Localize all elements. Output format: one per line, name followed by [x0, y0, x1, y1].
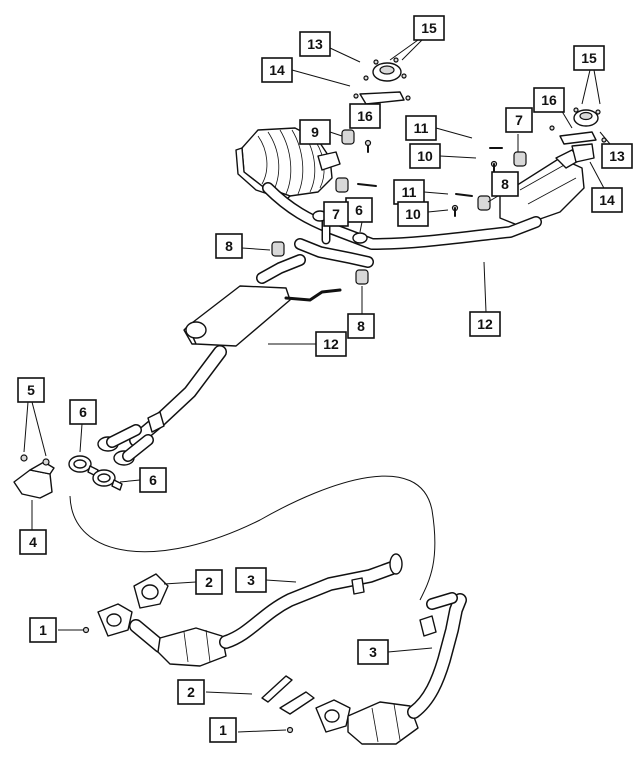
callout-2-lower: 2 — [177, 679, 205, 705]
svg-text:8: 8 — [501, 176, 509, 192]
lower-gasket — [261, 675, 315, 715]
svg-text:15: 15 — [421, 20, 437, 36]
upper-gasket — [133, 573, 169, 609]
intermediate-pipe — [262, 182, 542, 268]
callout-8-right: 8 — [491, 171, 519, 197]
svg-text:14: 14 — [599, 192, 615, 208]
svg-text:3: 3 — [247, 572, 255, 588]
svg-text:7: 7 — [332, 206, 340, 222]
right-catalytic-converter — [315, 592, 467, 745]
callout-7-left: 7 — [323, 201, 349, 227]
callout-6-upper: 6 — [345, 197, 373, 223]
svg-text:8: 8 — [357, 318, 365, 334]
right-hanger-bracket — [549, 107, 607, 163]
callout-12-right: 12 — [469, 311, 501, 337]
svg-text:15: 15 — [581, 50, 597, 66]
callout-16-right: 16 — [533, 87, 565, 113]
svg-text:6: 6 — [149, 472, 157, 488]
callout-13-right: 13 — [601, 143, 633, 169]
callout-14-top: 14 — [261, 57, 293, 83]
callout-9: 9 — [299, 119, 331, 145]
support-bracket — [13, 454, 55, 499]
svg-text:1: 1 — [219, 722, 227, 738]
callout-3-lower: 3 — [357, 639, 389, 665]
callout-15-top: 15 — [413, 15, 445, 41]
left-muffler — [235, 127, 341, 201]
hangers-and-bolts — [357, 139, 503, 217]
svg-text:12: 12 — [477, 316, 493, 332]
section-divider-arc — [69, 475, 436, 601]
svg-text:10: 10 — [405, 206, 421, 222]
center-muffler — [97, 254, 342, 466]
callout-1-upper: 1 — [29, 617, 57, 643]
svg-text:8: 8 — [225, 238, 233, 254]
callout-8-center: 8 — [347, 313, 375, 339]
isolators — [271, 129, 527, 285]
callout-10-lower: 10 — [397, 201, 429, 227]
callout-8-left: 8 — [215, 233, 243, 259]
callout-6-left: 6 — [69, 399, 97, 425]
svg-text:10: 10 — [417, 148, 433, 164]
left-catalytic-converter — [97, 553, 403, 667]
svg-text:2: 2 — [205, 574, 213, 590]
callout-13-top: 13 — [299, 31, 331, 57]
svg-text:5: 5 — [27, 382, 35, 398]
svg-text:6: 6 — [355, 202, 363, 218]
callout-14-right: 14 — [591, 187, 623, 213]
callout-6-right: 6 — [139, 467, 167, 493]
callout-2-upper: 2 — [195, 569, 223, 595]
svg-text:3: 3 — [369, 644, 377, 660]
svg-text:13: 13 — [609, 148, 625, 164]
callout-3-upper: 3 — [235, 567, 267, 593]
callout-10-upper: 10 — [409, 143, 441, 169]
callout-16-top: 16 — [349, 103, 381, 129]
callout-12-center: 12 — [315, 331, 347, 357]
nut-lower — [286, 726, 294, 734]
svg-text:16: 16 — [541, 92, 557, 108]
svg-text:16: 16 — [357, 108, 373, 124]
svg-text:12: 12 — [323, 336, 339, 352]
svg-text:1: 1 — [39, 622, 47, 638]
svg-text:9: 9 — [311, 124, 319, 140]
band-clamps — [68, 455, 123, 491]
svg-text:4: 4 — [29, 534, 37, 550]
svg-text:6: 6 — [79, 404, 87, 420]
svg-text:11: 11 — [402, 184, 417, 200]
svg-text:13: 13 — [307, 36, 323, 52]
callout-1-lower: 1 — [209, 717, 237, 743]
svg-text:14: 14 — [269, 62, 285, 78]
callout-11-lower: 11 — [393, 179, 425, 205]
svg-text:7: 7 — [515, 112, 523, 128]
callout-11-upper: 11 — [405, 115, 437, 141]
callout-15-right: 15 — [573, 45, 605, 71]
callout-5: 5 — [17, 377, 45, 403]
nut-upper — [82, 626, 90, 634]
svg-text:2: 2 — [187, 684, 195, 700]
callout-7-right: 7 — [505, 107, 533, 133]
svg-text:11: 11 — [414, 120, 429, 136]
callout-4: 4 — [19, 529, 47, 555]
